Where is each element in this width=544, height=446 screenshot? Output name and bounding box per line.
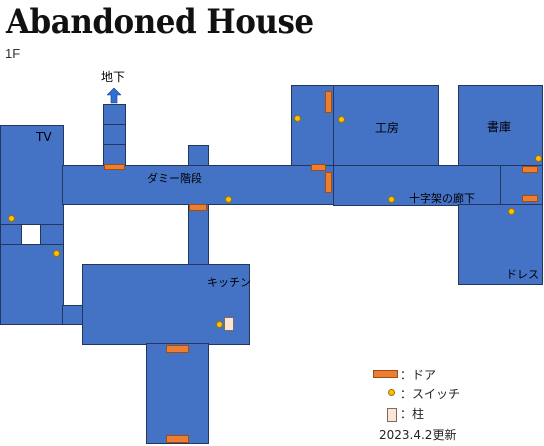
legend-pillar-swatch — [387, 408, 397, 422]
door-marker — [325, 172, 332, 193]
tv-room-east-wing — [40, 224, 64, 245]
dummy-stairs-nook — [188, 145, 209, 167]
dress-room — [458, 204, 543, 285]
updated-date: 2023.4.2更新 — [379, 428, 457, 442]
switch-marker — [216, 321, 223, 328]
basement-stairs — [103, 104, 126, 167]
door-marker — [311, 164, 326, 171]
library-label: 書庫 — [487, 120, 512, 134]
door-marker — [166, 435, 189, 443]
main-hallway — [62, 165, 336, 205]
dummy-stairs-label: ダミー階段 — [147, 172, 202, 185]
switch-marker — [388, 196, 395, 203]
cross-hall-label: 十字架の廊下 — [409, 192, 475, 205]
door-marker — [104, 164, 125, 170]
stair-step — [103, 144, 126, 145]
floor-label: 1F — [5, 46, 21, 61]
basement-label: 地下 — [101, 70, 126, 84]
stair-step — [103, 124, 126, 125]
workshop-room — [333, 85, 439, 166]
map-title: Abandoned House — [6, 2, 314, 42]
dress-room-label: ドレス — [506, 268, 539, 281]
kitchen-room — [82, 264, 250, 345]
switch-marker — [338, 116, 345, 123]
switch-marker — [53, 250, 60, 257]
legend-door-swatch — [373, 370, 398, 378]
library-room — [458, 85, 543, 166]
switch-marker — [8, 215, 15, 222]
kitchen-label: キッチン — [207, 276, 251, 289]
pillar-marker — [224, 317, 234, 331]
door-marker — [522, 195, 538, 202]
switch-marker — [508, 208, 515, 215]
arrow-up-icon — [107, 88, 121, 104]
tv-room — [0, 125, 64, 225]
door-marker — [189, 204, 207, 211]
west-connector — [62, 305, 84, 325]
switch-marker — [294, 115, 301, 122]
tv-room-west-wing — [0, 224, 22, 245]
legend-pillar-label: ：柱 — [400, 407, 425, 421]
legend-door-label: ：ドア — [400, 368, 437, 382]
switch-marker — [225, 196, 232, 203]
door-marker — [522, 166, 538, 173]
door-marker — [325, 91, 332, 113]
legend-switch-label: ：スイッチ — [400, 387, 461, 401]
south-room — [146, 343, 209, 444]
door-marker — [166, 345, 189, 353]
switch-marker — [535, 155, 542, 162]
workshop-label: 工房 — [375, 121, 400, 135]
kitchen-corridor — [188, 204, 209, 266]
tv-room-label: TV — [36, 130, 52, 144]
west-lower-room — [0, 244, 64, 325]
legend-switch-swatch — [388, 389, 395, 396]
